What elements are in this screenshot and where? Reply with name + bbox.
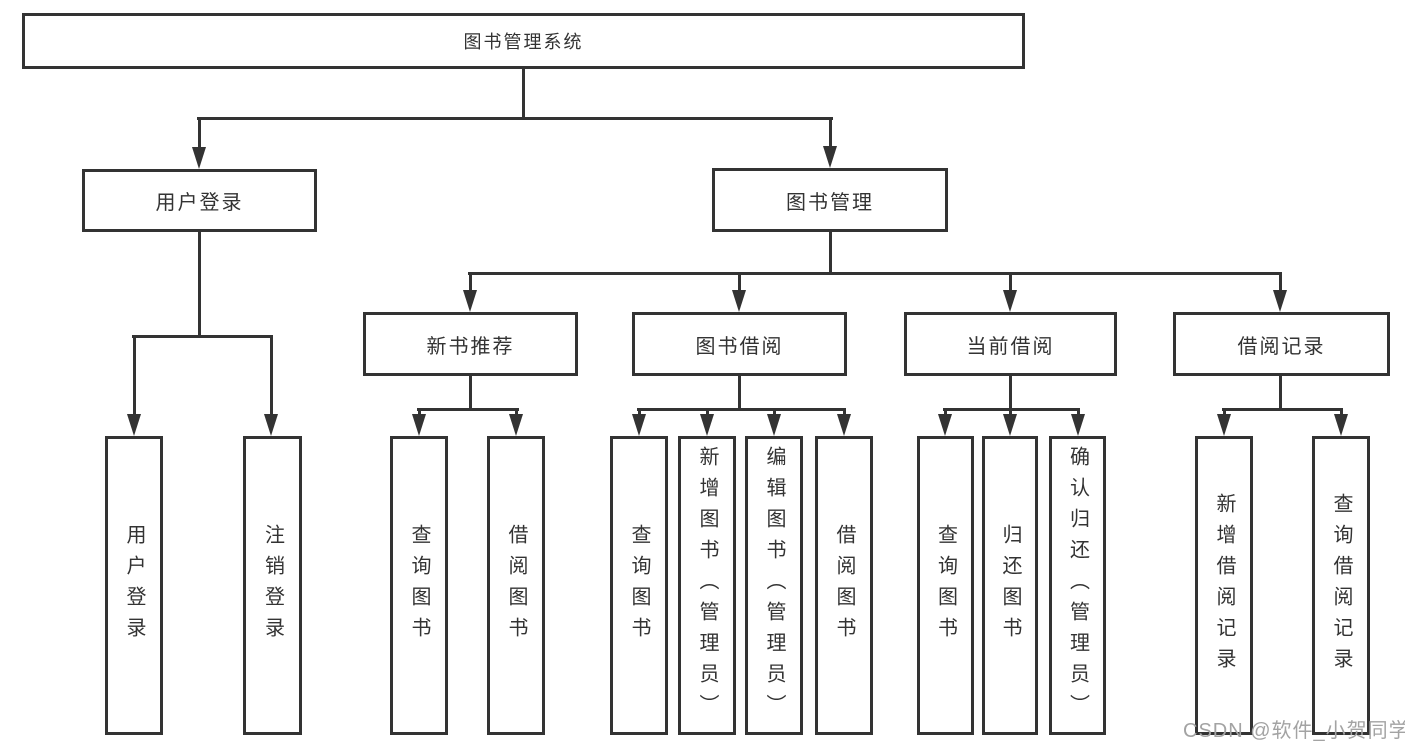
leaf-return-books: 归还图书	[982, 436, 1038, 735]
connector-line	[1222, 408, 1343, 411]
arrow-down-icon	[264, 414, 278, 436]
arrow-down-icon	[1334, 414, 1348, 436]
connector-line	[1009, 272, 1012, 292]
node-library-management-system: 图书管理系统	[22, 13, 1025, 69]
connector-line	[738, 376, 741, 411]
node-current-borrowing: 当前借阅	[904, 312, 1117, 376]
leaf-confirm-return-admin: 确认归还（管理员）	[1049, 436, 1106, 735]
node-label: 图书管理	[786, 191, 874, 214]
arrow-down-icon	[509, 414, 523, 436]
leaf-borrow-books-borrow: 借阅图书	[815, 436, 873, 735]
arrow-down-icon	[192, 147, 206, 169]
node-label: 用户登录	[155, 192, 244, 214]
node-new-book-recommendation: 新书推荐	[363, 312, 578, 376]
arrow-down-icon	[1003, 290, 1017, 312]
arrow-down-icon	[1003, 414, 1017, 436]
connector-line	[638, 408, 641, 418]
connector-line	[829, 232, 832, 275]
arrow-down-icon	[732, 290, 746, 312]
node-label: 用户登录	[123, 523, 145, 648]
connector-line	[133, 335, 136, 417]
node-label: 借阅图书	[505, 523, 527, 648]
connector-line	[468, 272, 1282, 275]
arrow-down-icon	[837, 414, 851, 436]
leaf-user-login: 用户登录	[105, 436, 163, 735]
connector-line	[1009, 376, 1012, 411]
connector-line	[1009, 408, 1012, 418]
node-label: 注销登录	[261, 523, 284, 648]
node-label: 图书借阅	[695, 335, 784, 358]
arrow-down-icon	[632, 414, 646, 436]
connector-line	[706, 408, 709, 418]
arrow-down-icon	[767, 414, 781, 436]
connector-line	[469, 272, 472, 292]
connector-line	[637, 408, 846, 411]
node-label: 当前借阅	[966, 335, 1055, 358]
node-label: 归还图书	[999, 523, 1021, 648]
connector-line	[469, 376, 472, 411]
node-label: 查询借阅记录	[1330, 492, 1352, 679]
connector-line	[132, 335, 273, 338]
arrow-down-icon	[700, 414, 714, 436]
connector-line	[773, 408, 776, 418]
connector-line	[197, 117, 833, 120]
node-label: 图书管理系统	[463, 32, 584, 52]
node-label: 借阅记录	[1237, 335, 1326, 358]
connector-line	[198, 232, 201, 338]
connector-line	[843, 408, 846, 418]
arrow-down-icon	[463, 290, 477, 312]
connector-line	[1279, 272, 1282, 292]
arrow-down-icon	[127, 414, 141, 436]
node-label: 新书推荐	[426, 335, 515, 358]
leaf-borrow-books-newbook: 借阅图书	[487, 436, 545, 735]
connector-line	[417, 408, 519, 411]
connector-line	[418, 408, 421, 418]
arrow-down-icon	[823, 146, 837, 168]
node-label: 确认归还（管理员）	[1066, 446, 1089, 725]
arrow-down-icon	[1071, 414, 1085, 436]
node-label: 新增借阅记录	[1213, 492, 1235, 679]
connector-line	[944, 408, 947, 418]
arrow-down-icon	[938, 414, 952, 436]
connector-line	[522, 69, 525, 119]
leaf-query-books-current: 查询图书	[917, 436, 974, 735]
leaf-query-borrow-record: 查询借阅记录	[1312, 436, 1370, 735]
connector-line	[829, 117, 832, 150]
connector-line	[738, 272, 741, 292]
arrow-down-icon	[1273, 290, 1287, 312]
node-user-login: 用户登录	[82, 169, 317, 232]
arrow-down-icon	[1217, 414, 1231, 436]
csdn-watermark: CSDN @软件_小贺同学	[1183, 720, 1405, 742]
node-book-management: 图书管理	[712, 168, 948, 232]
connector-line	[515, 408, 518, 418]
leaf-query-books-newbook: 查询图书	[390, 436, 448, 735]
node-label: 新增图书（管理员）	[696, 446, 718, 725]
leaf-edit-books-admin: 编辑图书（管理员）	[745, 436, 803, 735]
connector-line	[1223, 408, 1226, 418]
arrow-down-icon	[412, 414, 426, 436]
connector-line	[270, 335, 273, 417]
node-label: 查询图书	[408, 523, 430, 648]
node-book-borrowing: 图书借阅	[632, 312, 847, 376]
leaf-query-books-borrow: 查询图书	[610, 436, 668, 735]
leaf-add-books-admin: 新增图书（管理员）	[678, 436, 736, 735]
connector-line	[198, 117, 201, 150]
connector-line	[1077, 408, 1080, 418]
node-label: 借阅图书	[833, 523, 855, 648]
connector-line	[1340, 408, 1343, 418]
node-label: 查询图书	[628, 523, 650, 648]
leaf-add-borrow-record: 新增借阅记录	[1195, 436, 1253, 735]
node-label: 编辑图书（管理员）	[763, 446, 785, 725]
node-label: 查询图书	[934, 523, 957, 648]
connector-line	[1279, 376, 1282, 411]
leaf-logout: 注销登录	[243, 436, 302, 735]
node-borrowing-records: 借阅记录	[1173, 312, 1390, 376]
